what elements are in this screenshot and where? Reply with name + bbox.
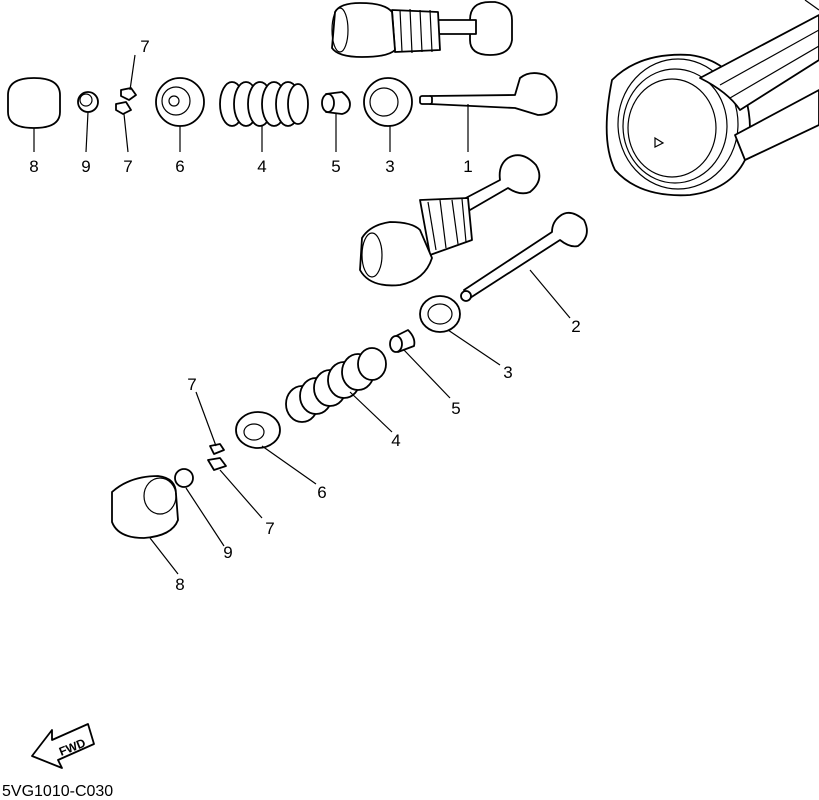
label-7-lower-b: 7 xyxy=(265,519,274,538)
part-6-lower xyxy=(235,411,281,449)
label-5-lower: 5 xyxy=(451,399,460,418)
part-9-lower xyxy=(174,468,194,488)
label-2: 2 xyxy=(571,317,580,336)
label-3-top: 3 xyxy=(385,157,394,176)
label-4-lower: 4 xyxy=(391,431,400,450)
label-6-lower: 6 xyxy=(317,483,326,502)
part-3-top xyxy=(363,77,413,127)
label-7-lower-a: 7 xyxy=(187,375,196,394)
valve-assembly-middle xyxy=(359,154,541,287)
part-6-top xyxy=(155,77,205,127)
label-8-lower: 8 xyxy=(175,575,184,594)
label-7-top-a: 7 xyxy=(140,37,149,56)
part-8-top xyxy=(7,77,61,129)
valve-assembly-upper xyxy=(331,1,513,58)
labels-lower: 2 3 5 4 7 6 7 9 8 xyxy=(175,317,580,594)
label-4-top: 4 xyxy=(257,157,266,176)
labels-top-row: 8 9 7 7 6 4 5 3 1 xyxy=(29,37,472,176)
part-4-lower xyxy=(285,347,387,423)
label-9-top: 9 xyxy=(81,157,90,176)
part-5-top xyxy=(321,91,351,115)
label-1: 1 xyxy=(463,157,472,176)
part-5-lower xyxy=(389,329,416,353)
part-7-top xyxy=(115,87,137,115)
leader-lines xyxy=(33,54,571,575)
label-5-top: 5 xyxy=(331,157,340,176)
label-9-lower: 9 xyxy=(223,543,232,562)
diagram-code: 5VG1010-C030 xyxy=(2,783,113,800)
label-3-lower: 3 xyxy=(503,363,512,382)
fwd-arrow: FWD xyxy=(31,723,95,769)
part-7-lower xyxy=(207,443,227,471)
part-1-valve xyxy=(419,72,558,116)
label-8-top: 8 xyxy=(29,157,38,176)
part-3-lower xyxy=(419,295,461,333)
part-8-lower xyxy=(111,475,179,539)
piston-assembly xyxy=(605,0,819,197)
label-6-top: 6 xyxy=(175,157,184,176)
part-9-top xyxy=(77,91,99,113)
part-2-valve xyxy=(460,211,588,302)
label-7-top-b: 7 xyxy=(123,157,132,176)
part-4-top xyxy=(219,81,309,127)
